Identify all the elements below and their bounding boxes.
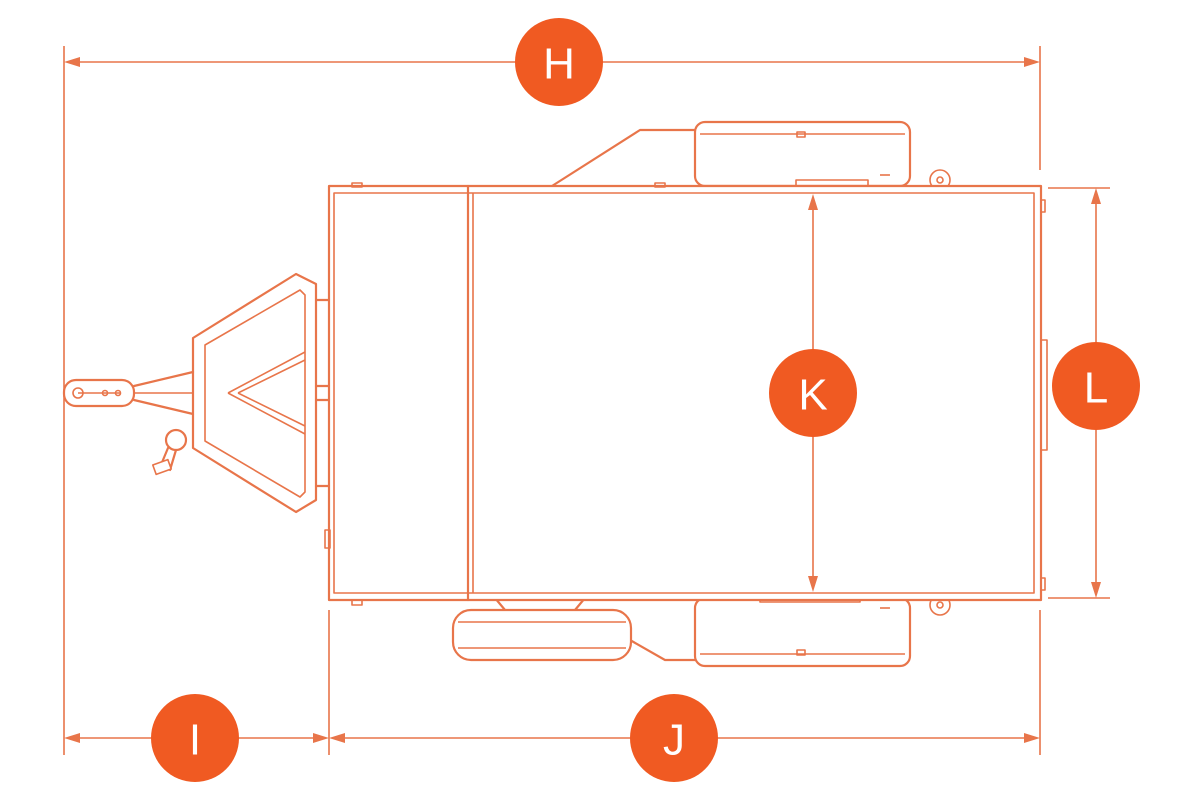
- top-fender: [550, 120, 951, 191]
- spare-tire: [451, 596, 633, 662]
- trailer-deck: [324, 182, 1048, 606]
- badge-k-label: K: [798, 371, 827, 420]
- badge-i-label: I: [189, 716, 201, 765]
- jack-handle: [151, 428, 188, 476]
- bottom-fender: [628, 594, 951, 668]
- badge-j: J: [630, 694, 718, 782]
- badge-h: H: [515, 18, 603, 106]
- badge-l-label: L: [1084, 364, 1108, 413]
- badge-i: I: [151, 694, 239, 782]
- badge-j-label: J: [663, 716, 685, 765]
- badge-h-label: H: [543, 40, 575, 89]
- badge-k: K: [769, 349, 857, 437]
- badge-l: L: [1052, 342, 1140, 430]
- hitch-coupler: [62, 370, 195, 416]
- tongue-a-frame: [191, 272, 331, 514]
- trailer-drawing: [62, 120, 1048, 668]
